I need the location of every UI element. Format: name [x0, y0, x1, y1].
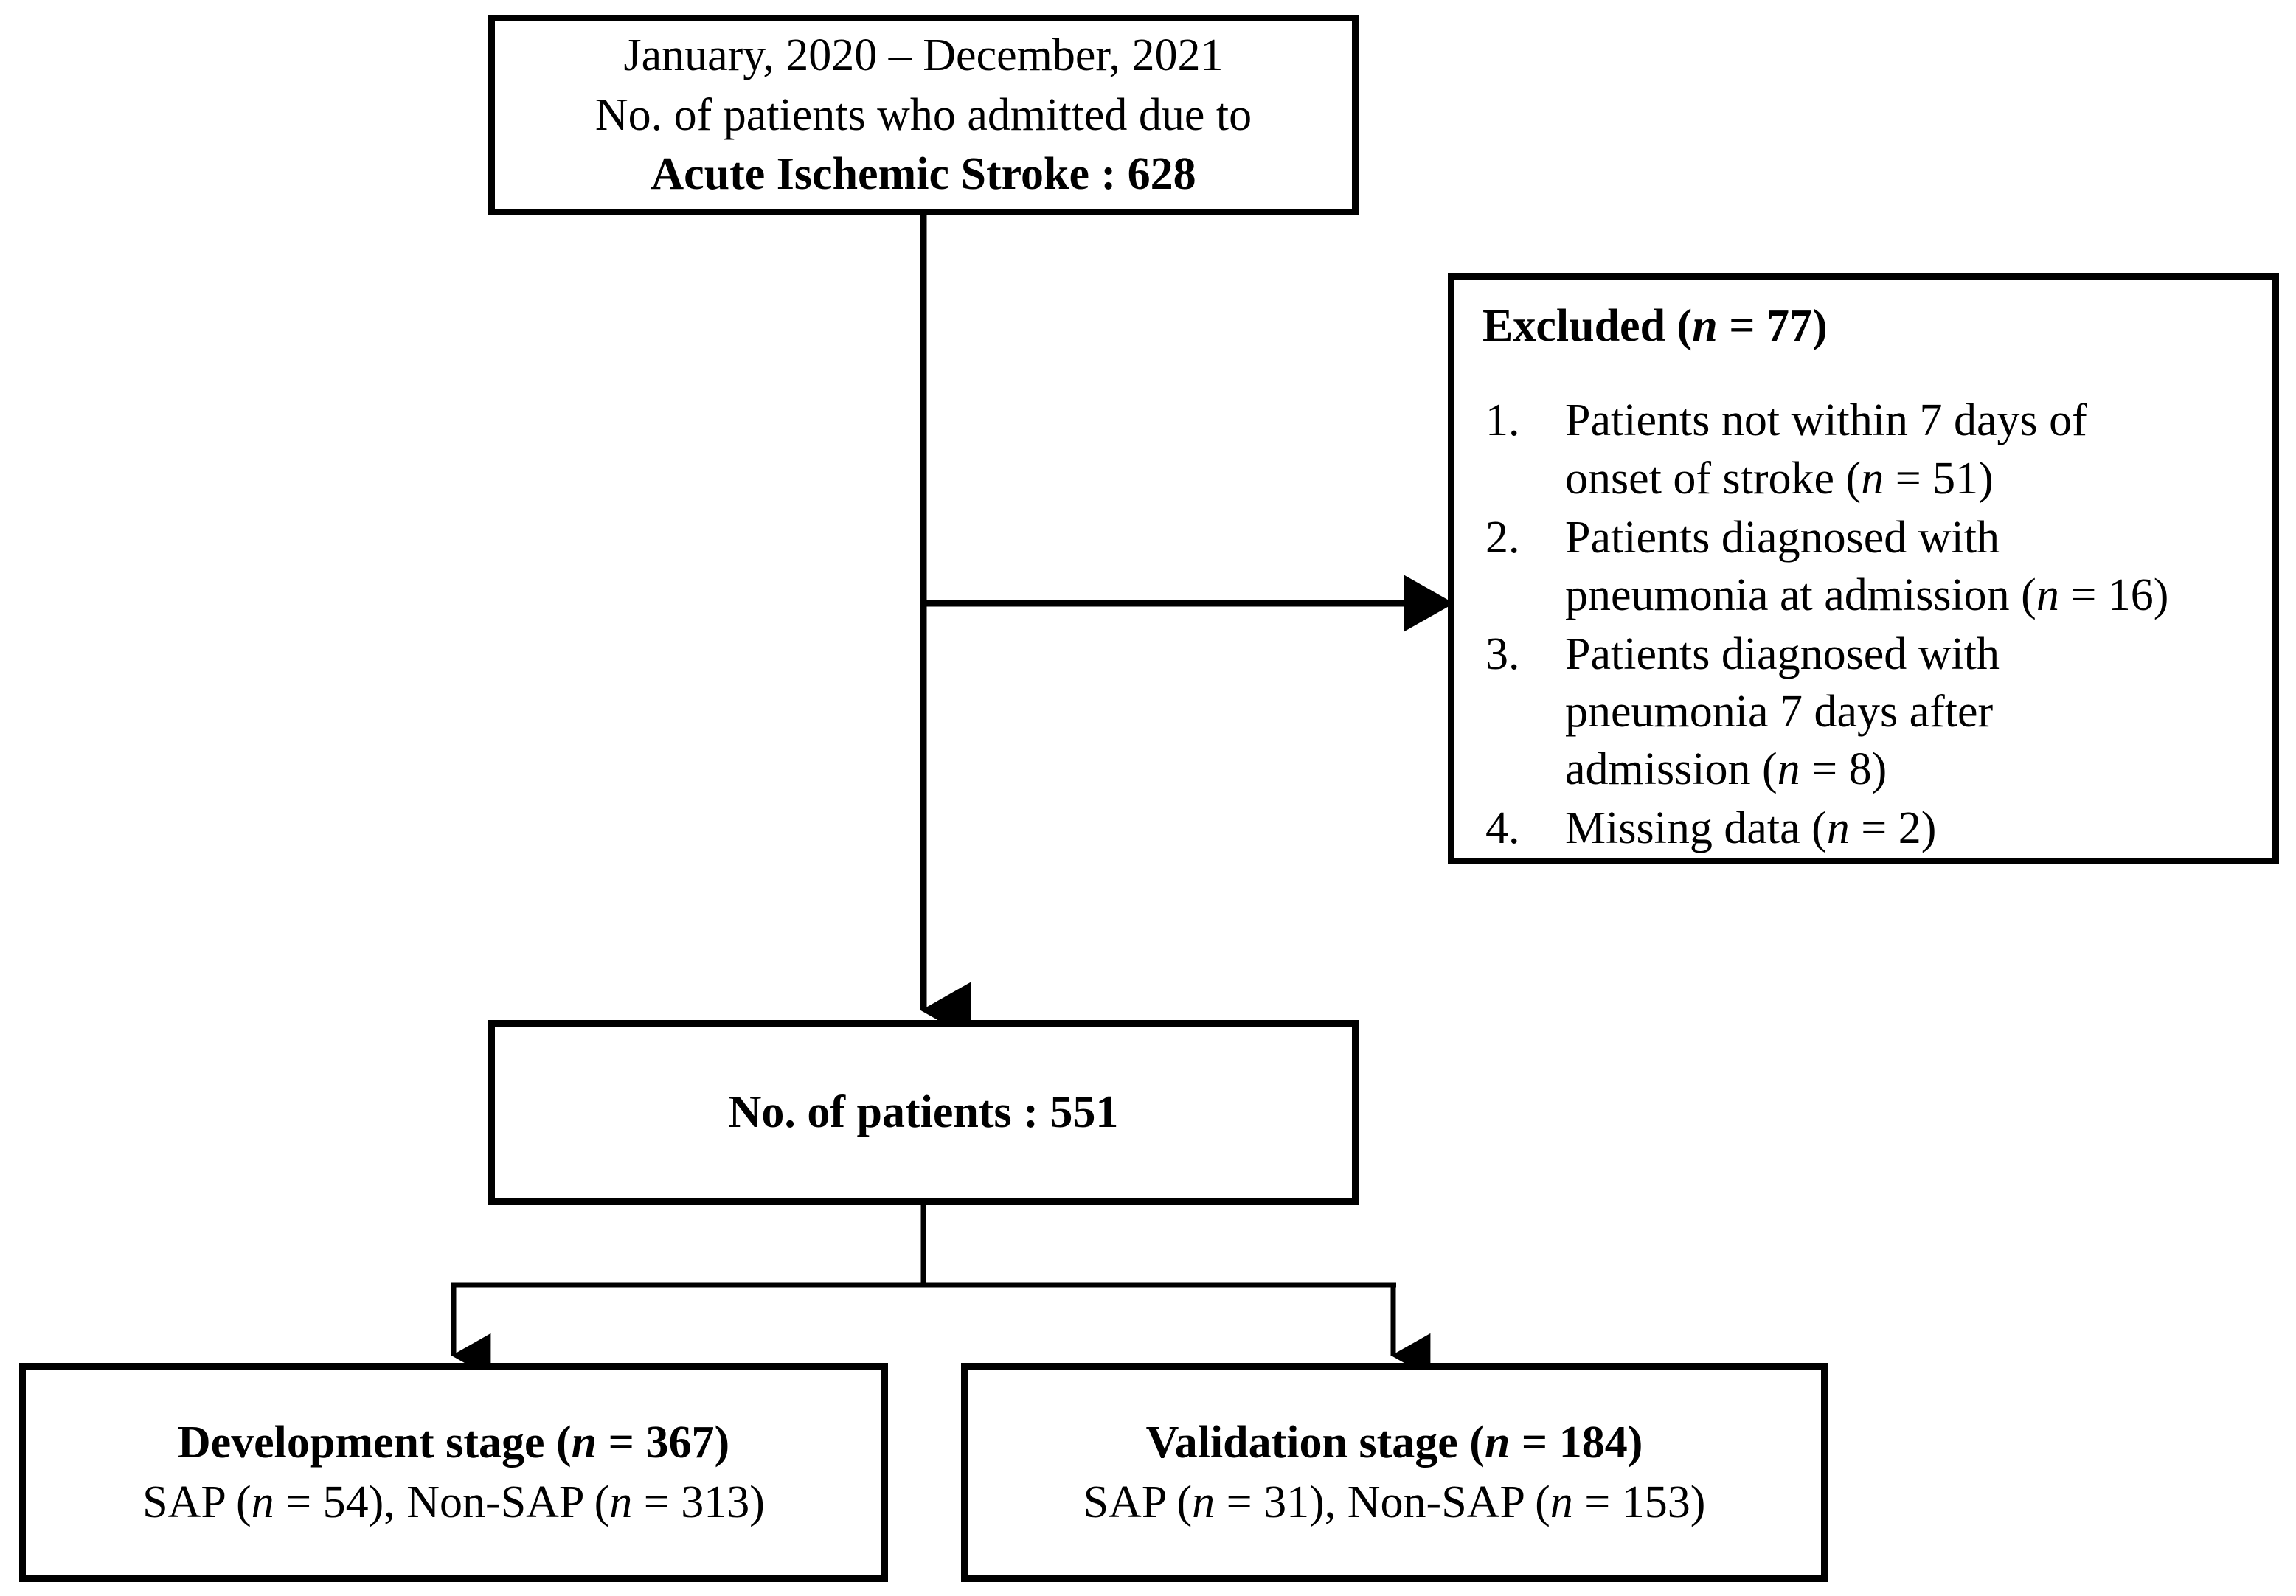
development-detail-part1: SAP (: [142, 1477, 252, 1527]
excluded-item-2-line1: Patients diagnosed with: [1565, 512, 2000, 563]
validation-title-suffix: = 184): [1510, 1417, 1643, 1468]
excluded-item-4-n-symbol: n: [1826, 803, 1850, 854]
excluded-item-2-line2-prefix: pneumonia at admission (: [1565, 569, 2036, 620]
validation-detail-part1: SAP (: [1083, 1477, 1193, 1527]
development-detail-part3: = 313): [632, 1477, 765, 1527]
development-sap-n-symbol: n: [251, 1477, 274, 1527]
excluded-item-2-n-symbol: n: [2036, 569, 2059, 620]
excluded-item-4-marker: 4.: [1485, 803, 1520, 854]
excluded-item-3-line2: pneumonia 7 days after: [1565, 686, 1994, 737]
enrollment-period: January, 2020 – December, 2021: [623, 30, 1224, 81]
development-nonsap-n-symbol: n: [609, 1477, 633, 1527]
development-stage-title: Development stage (n = 367): [178, 1413, 729, 1473]
validation-stage-breakdown: SAP (n = 31), Non-SAP (n = 153): [1083, 1473, 1706, 1533]
included-count-label: No. of patients : 551: [728, 1087, 1119, 1138]
excluded-title: Excluded (n = 77): [1482, 299, 2256, 353]
excluded-item-4-line1-prefix: Missing data (: [1565, 803, 1827, 854]
validation-title-prefix: Validation stage (: [1145, 1417, 1485, 1468]
excluded-item-3-line1: Patients diagnosed with: [1565, 628, 2000, 679]
excluded-title-prefix: Excluded (: [1482, 301, 1693, 351]
excluded-reason-list: 1. Patients not within 7 days of onset o…: [1482, 392, 2256, 858]
validation-detail-part3: = 153): [1572, 1477, 1706, 1527]
excluded-reason-item: 4. Missing data (n = 2): [1482, 799, 2256, 857]
excluded-reason-item: 3. Patients diagnosed with pneumonia 7 d…: [1482, 625, 2256, 798]
excluded-title-suffix: = 77): [1717, 301, 1828, 351]
excluded-reason-item: 1. Patients not within 7 days of onset o…: [1482, 392, 2256, 507]
excluded-item-1-line2-suffix: = 51): [1884, 453, 1994, 504]
excluded-item-1-marker: 1.: [1485, 395, 1520, 446]
excluded-item-3-n-symbol: n: [1777, 744, 1800, 795]
validation-stage-box: Validation stage (n = 184) SAP (n = 31),…: [961, 1363, 1828, 1582]
development-title-prefix: Development stage (: [177, 1417, 572, 1468]
enrollment-count: Acute Ischemic Stroke : 628: [651, 149, 1196, 200]
development-title-suffix: = 367): [597, 1417, 730, 1468]
validation-detail-part2: = 31), Non-SAP (: [1215, 1477, 1550, 1527]
validation-nonsap-n-symbol: n: [1550, 1477, 1573, 1527]
excluded-title-n-symbol: n: [1692, 301, 1718, 351]
excluded-box: Excluded (n = 77) 1. Patients not within…: [1448, 273, 2279, 864]
excluded-item-1-line2-prefix: onset of stroke (: [1565, 453, 1862, 504]
development-detail-part2: = 54), Non-SAP (: [274, 1477, 610, 1527]
validation-title-n-symbol: n: [1484, 1417, 1511, 1468]
validation-sap-n-symbol: n: [1192, 1477, 1215, 1527]
excluded-item-3-line3-prefix: admission (: [1565, 744, 1778, 795]
excluded-item-1-line1: Patients not within 7 days of: [1565, 395, 2087, 446]
development-stage-box: Development stage (n = 367) SAP (n = 54)…: [19, 1363, 888, 1582]
excluded-item-2-marker: 2.: [1485, 512, 1520, 563]
enrollment-box: January, 2020 – December, 2021 No. of pa…: [488, 15, 1359, 215]
excluded-item-2-line2-suffix: = 16): [2059, 569, 2169, 620]
excluded-item-1-n-symbol: n: [1861, 453, 1884, 504]
validation-stage-title: Validation stage (n = 184): [1146, 1413, 1643, 1473]
enrollment-description: No. of patients who admitted due to: [594, 89, 1252, 140]
development-title-n-symbol: n: [571, 1417, 597, 1468]
excluded-item-3-line3-suffix: = 8): [1800, 744, 1887, 795]
included-box: No. of patients : 551: [488, 1020, 1359, 1205]
excluded-item-3-marker: 3.: [1485, 628, 1520, 679]
excluded-reason-item: 2. Patients diagnosed with pneumonia at …: [1482, 509, 2256, 624]
development-stage-breakdown: SAP (n = 54), Non-SAP (n = 313): [142, 1473, 765, 1533]
excluded-item-4-line1-suffix: = 2): [1849, 803, 1937, 854]
